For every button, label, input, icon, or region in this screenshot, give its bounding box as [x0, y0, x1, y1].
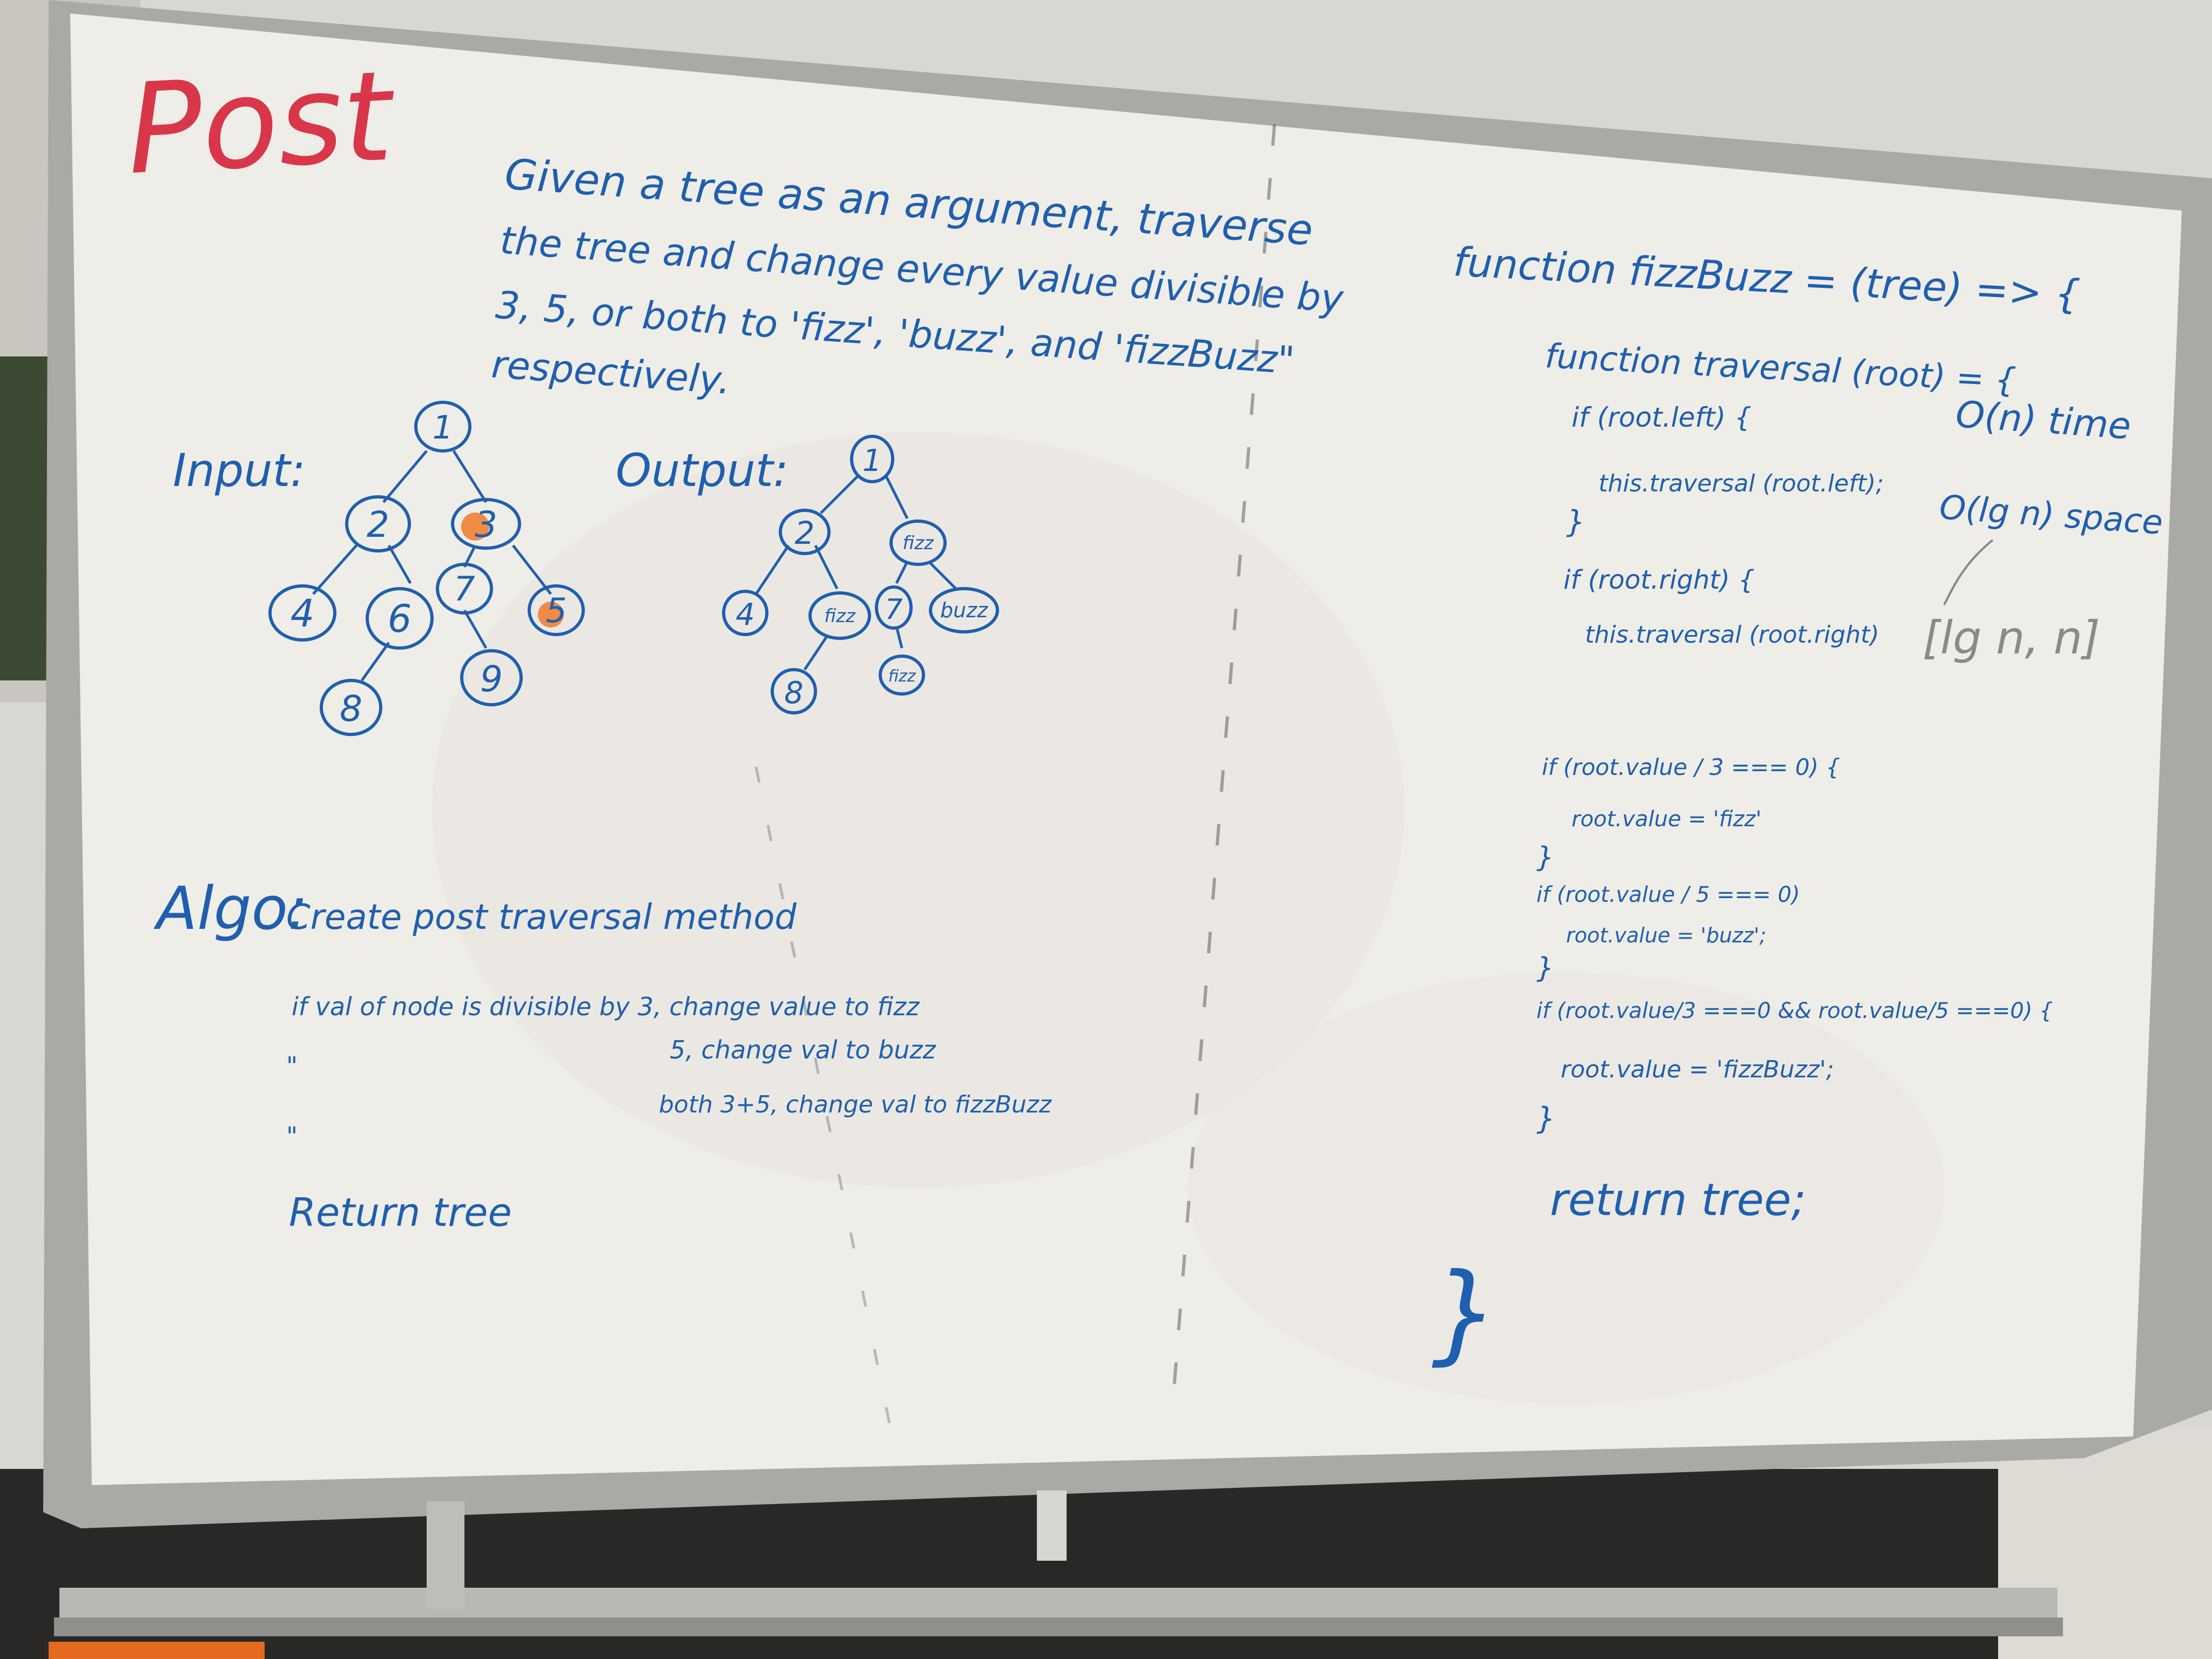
- marker-tray: [59, 1588, 2058, 1620]
- tree-node: [268, 584, 336, 642]
- complexity-range: [lg n, n]: [1923, 611, 2100, 664]
- node-value: 6: [388, 597, 412, 641]
- node-value: 8: [340, 688, 362, 730]
- algo-label: Algo:: [153, 874, 308, 943]
- algo-line: Return tree: [289, 1190, 512, 1235]
- node-value: fizz: [824, 605, 856, 627]
- algo-line: if val of node is divisible by 3, change…: [292, 992, 920, 1021]
- tree-node: [771, 668, 817, 714]
- tree-node: [451, 498, 521, 550]
- code-line: this.traversal (root.right): [1585, 621, 1879, 649]
- code-line: }: [1566, 504, 1586, 539]
- tree-node: [779, 509, 831, 555]
- code-line: root.value = 'buzz';: [1566, 923, 1766, 947]
- node-value: 1: [862, 443, 882, 478]
- code-line: if (root.value / 5 === 0): [1536, 882, 1800, 907]
- tree-node: [875, 585, 913, 630]
- tree-node: [850, 435, 894, 483]
- code-line: root.value = 'fizzBuzz';: [1561, 1056, 1834, 1083]
- node-value: 2: [795, 515, 815, 551]
- node-value: buzz: [940, 598, 988, 622]
- input-tree: 1 2 3 4 6 7 5 8 9: [268, 401, 585, 736]
- output-tree: 1 2 fizz 4 fizz 7 buzz 8 fizz: [722, 435, 999, 714]
- node-value: 4: [736, 597, 755, 632]
- node-value: 3: [475, 504, 497, 545]
- tree-node: [460, 649, 523, 706]
- node-value: 7: [454, 569, 475, 609]
- tree-node: [889, 520, 947, 566]
- node-value: fizz: [902, 532, 934, 554]
- board-title: Post: [124, 44, 400, 203]
- code-line: if (root.value / 3 === 0) {: [1542, 754, 1840, 780]
- algorithm-notes: Algo: Create post traversal method if va…: [153, 874, 1052, 1235]
- node-value: 7: [885, 594, 902, 626]
- input-label: Input:: [173, 444, 306, 497]
- marker: [49, 1642, 265, 1659]
- node-value: 1: [433, 409, 453, 447]
- code-line: }: [1431, 1250, 1500, 1376]
- output-label: Output:: [616, 444, 788, 497]
- tree-node: [722, 590, 768, 636]
- tree-node: [436, 563, 493, 615]
- tree-node: [528, 584, 585, 636]
- code-line: return tree;: [1550, 1175, 1806, 1226]
- tree-node: [345, 495, 411, 552]
- code-line: if (root.left) {: [1572, 402, 1751, 433]
- tree-node: [808, 591, 871, 640]
- complexity-notes: O(n) time O(lg n) space [lg n, n]: [1923, 393, 2164, 664]
- node-value: 4: [291, 591, 315, 636]
- algo-line: Create post traversal method: [286, 898, 797, 938]
- tree-node: [366, 587, 434, 650]
- code-line: root.value = 'fizz': [1572, 807, 1762, 832]
- algo-line: ": [286, 1051, 298, 1081]
- code-line: }: [1536, 841, 1554, 874]
- tree-node: [929, 587, 999, 633]
- tree-node: [879, 655, 925, 696]
- node-value: 9: [480, 658, 503, 700]
- code-line: if (root.right) {: [1563, 565, 1755, 595]
- code-line: }: [1536, 1101, 1556, 1136]
- node-value: 8: [784, 676, 804, 711]
- algo-line: both 3+5, change val to fizzBuzz: [659, 1091, 1052, 1118]
- node-value: 2: [367, 504, 389, 545]
- algo-line: 5, change val to buzz: [670, 1035, 936, 1064]
- code-line: this.traversal (root.left);: [1599, 470, 1884, 497]
- tree-node: [320, 679, 382, 736]
- node-value: fizz: [888, 667, 916, 686]
- node-value: 5: [545, 591, 567, 630]
- code-line: }: [1536, 952, 1554, 984]
- tree-node: [414, 401, 471, 453]
- algo-line: ": [286, 1122, 298, 1151]
- code-line: if (root.value/3 ===0 && root.value/5 ==…: [1536, 999, 2053, 1023]
